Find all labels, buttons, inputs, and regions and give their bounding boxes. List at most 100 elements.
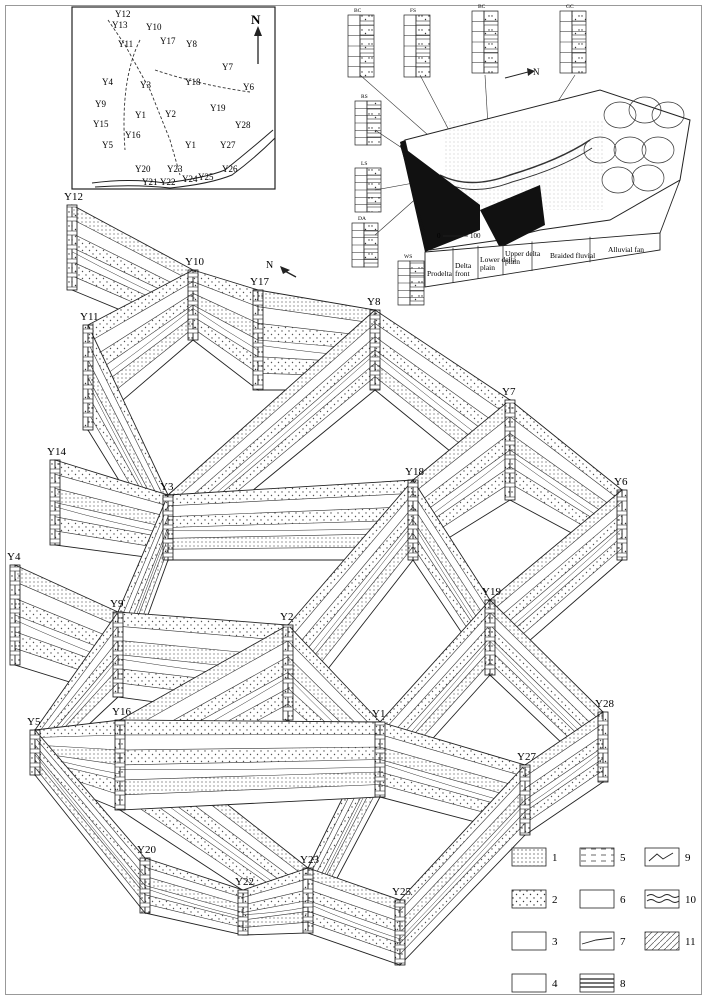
legend-item: 11 (644, 931, 696, 951)
well-label: Y17 (250, 276, 269, 288)
svg-text:BC: BC (354, 8, 362, 14)
map-well-label: Y10 (146, 22, 162, 32)
block-section-column: BC (471, 4, 499, 74)
well-column (282, 624, 294, 721)
legend-item: 7 (579, 931, 626, 951)
well-column (597, 711, 609, 783)
legend-item: 9 (644, 847, 691, 867)
map-well-label: Y5 (102, 140, 113, 150)
scale-label-100: 100 (470, 232, 481, 240)
well-column (484, 599, 496, 676)
well-column (29, 729, 41, 776)
map-well-label: Y15 (93, 119, 109, 129)
well-column (302, 867, 314, 934)
map-well-label: Y7 (222, 62, 233, 72)
well-label: Y2 (280, 611, 293, 623)
block-section-column: RS (354, 94, 382, 146)
well-label: Y18 (405, 466, 424, 478)
legend-item: 5 (579, 847, 626, 867)
fence-panel (34, 728, 146, 915)
map-well-label: Y22 (160, 177, 176, 187)
map-well-label: Y18 (185, 77, 201, 87)
well-label: Y27 (517, 751, 536, 763)
map-well-label: Y1 (135, 110, 146, 120)
well-label: Y1 (372, 708, 385, 720)
well-column (407, 479, 419, 561)
well-column (519, 764, 531, 836)
well-label: Y28 (595, 698, 614, 710)
well-column (66, 204, 78, 291)
legend-label: 5 (620, 852, 626, 864)
zone-label: Prodelta (427, 269, 453, 278)
map-well-label: Y9 (95, 99, 106, 109)
legend-swatch (644, 847, 680, 867)
fence-direction-label: N (266, 260, 273, 271)
legend-item: 10 (644, 889, 697, 909)
block-base (424, 232, 661, 288)
fence-panel (144, 857, 244, 936)
legend-label: 3 (552, 936, 558, 948)
river-line (94, 137, 276, 189)
well-column (9, 564, 21, 666)
well-label: Y19 (482, 586, 501, 598)
river-line (91, 129, 274, 184)
well-column (162, 494, 174, 561)
map-well-label: Y17 (160, 36, 176, 46)
well-label: Y8 (367, 296, 381, 308)
well-column (112, 611, 124, 698)
map-well-label: Y26 (222, 164, 238, 174)
map-well-label: Y6 (243, 82, 254, 92)
well-column (114, 719, 126, 811)
map-well-label: Y13 (112, 20, 128, 30)
well-label: Y3 (160, 481, 174, 493)
well-label: Y5 (27, 716, 41, 728)
legend-swatch (511, 889, 547, 909)
svg-text:LS: LS (361, 161, 367, 167)
well-label: Y23 (300, 854, 319, 866)
map-well-label: Y11 (118, 39, 133, 49)
well-label: Y10 (185, 256, 204, 268)
map-well-label: Y3 (140, 80, 151, 90)
well-label: Y20 (137, 844, 156, 856)
block-section-column: WS (397, 254, 425, 306)
well-column (394, 899, 406, 966)
svg-text:RS: RS (361, 94, 368, 100)
map-well-label: Y20 (135, 164, 151, 174)
legend-swatch (579, 847, 615, 867)
well-label: Y9 (110, 598, 124, 610)
well-column (49, 459, 61, 546)
scale-label-0: 0 (437, 232, 441, 240)
map-section-line (154, 69, 251, 93)
map-well-label: Y1 (185, 140, 196, 150)
legend-swatch (579, 931, 615, 951)
zone-label: Alluvial fan (608, 245, 644, 254)
map-well-label: Y24 (182, 174, 198, 184)
well-label: Y7 (502, 386, 516, 398)
well-column (139, 857, 151, 914)
legend-item: 8 (579, 973, 626, 993)
well-column (252, 289, 264, 391)
well-column (374, 721, 386, 798)
legend-label: 6 (620, 894, 626, 906)
well-label: Y11 (80, 311, 99, 323)
fence-panel (524, 711, 604, 836)
block-section-column: BC (347, 8, 375, 78)
block-section-column: GC (559, 4, 587, 74)
legend-item: 1 (511, 847, 558, 867)
legend-item: 4 (511, 973, 558, 993)
well-label: Y14 (47, 446, 66, 458)
legend-label: 8 (620, 978, 626, 990)
well-column (187, 269, 199, 341)
well-column (616, 489, 628, 561)
map-well-label: Y8 (186, 39, 197, 49)
well-label: Y16 (112, 706, 131, 718)
svg-text:BC: BC (478, 4, 486, 10)
svg-text:GC: GC (566, 4, 574, 10)
well-label: Y4 (7, 551, 21, 563)
legend-label: 9 (685, 852, 691, 864)
